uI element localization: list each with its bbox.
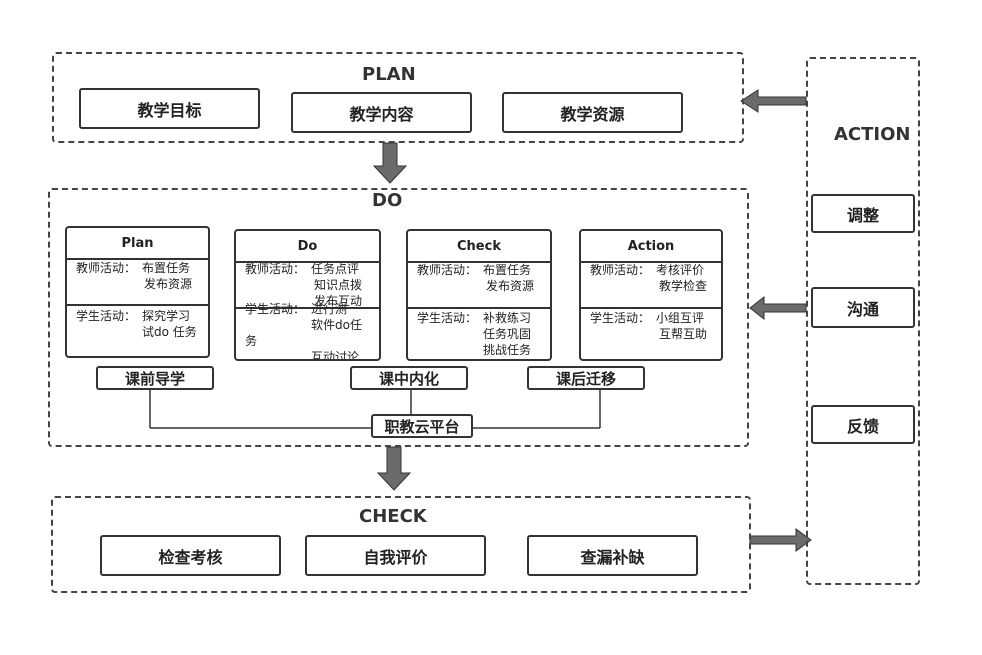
student-activity-label: 学生活动： <box>76 309 137 323</box>
do-section <box>48 188 749 447</box>
card-divider <box>581 307 721 309</box>
student-activity-label: 学生活动： <box>245 302 306 316</box>
plan-title: PLAN <box>362 64 416 85</box>
do-card-plan-teacher: 教师活动： 布置任务 发布资源 <box>67 260 208 304</box>
action-item-communicate: 沟通 <box>811 287 915 328</box>
stage-in-class: 课中内化 <box>350 366 468 390</box>
teacher-activity-line: 发布资源 <box>486 279 535 293</box>
stage-pre-class: 课前导学 <box>96 366 214 390</box>
card-divider <box>236 307 379 309</box>
student-activity-line: 小组互评 <box>656 311 705 325</box>
student-activity-line: 任务巩固 <box>483 327 532 341</box>
student-activity-label: 学生活动： <box>590 311 651 325</box>
do-card-check-title: Check <box>408 231 550 263</box>
teacher-activity-line: 考核评价 <box>656 263 705 277</box>
do-card-action-title: Action <box>581 231 721 263</box>
do-card-do-teacher: 教师活动： 任务点评 知识点拨 发布互动 <box>236 261 379 309</box>
teacher-activity-label: 教师活动： <box>245 262 306 276</box>
do-title: DO <box>372 190 403 211</box>
check-section <box>51 496 751 593</box>
plan-section <box>52 52 744 143</box>
student-activity-line: 软件do任 <box>311 318 362 332</box>
do-card-do: Do 教师活动： 任务点评 知识点拨 发布互动 学生活动： 进行测 软件do任 … <box>234 229 381 361</box>
do-card-action-student: 学生活动： 小组互评 互帮互助 <box>581 310 721 359</box>
plan-item-teaching-resources: 教学资源 <box>502 92 683 133</box>
do-card-do-title: Do <box>236 231 379 263</box>
do-card-check: Check 教师活动： 布置任务 发布资源 学生活动： 补救练习 任务巩固 挑战… <box>406 229 552 361</box>
teacher-activity-line: 知识点拨 <box>314 278 363 292</box>
student-activity-line: 互帮互助 <box>659 327 708 341</box>
do-card-plan-title: Plan <box>67 228 208 260</box>
card-divider <box>408 307 550 309</box>
student-activity-label: 学生活动： <box>417 311 478 325</box>
stage-post-class: 课后迁移 <box>527 366 645 390</box>
check-item-fill-gaps: 查漏补缺 <box>527 535 698 576</box>
teacher-activity-line: 布置任务 <box>483 263 532 277</box>
check-item-assessment: 检查考核 <box>100 535 281 576</box>
action-item-adjust: 调整 <box>811 194 915 233</box>
platform-label: 职教云平台 <box>371 414 473 438</box>
do-card-plan: Plan 教师活动： 布置任务 发布资源 学生活动： 探究学习 试do 任务 <box>65 226 210 358</box>
student-activity-line: 挑战任务 <box>483 343 532 357</box>
check-title: CHECK <box>359 506 427 527</box>
teacher-activity-line: 任务点评 <box>311 262 360 276</box>
do-card-check-student: 学生活动： 补救练习 任务巩固 挑战任务 <box>408 310 550 359</box>
plan-item-teaching-goal: 教学目标 <box>79 88 260 129</box>
platform-connectors <box>149 390 601 429</box>
arrow-plan-to-do <box>372 142 408 184</box>
check-item-self-evaluation: 自我评价 <box>305 535 486 576</box>
student-activity-line: 进行测 <box>311 302 348 316</box>
arrow-action-to-do <box>749 295 807 321</box>
student-activity-line: 互动讨论 <box>311 350 360 361</box>
do-card-action: Action 教师活动： 考核评价 教学检查 学生活动： 小组互评 互帮互助 <box>579 229 723 361</box>
do-card-do-student: 学生活动： 进行测 软件do任 务 互动讨论 <box>236 301 379 361</box>
action-item-feedback: 反馈 <box>811 405 915 444</box>
student-activity-line: 务 <box>245 334 258 348</box>
plan-item-teaching-content: 教学内容 <box>291 92 472 133</box>
arrow-action-to-plan <box>740 89 807 113</box>
action-section <box>806 57 920 585</box>
card-divider <box>67 304 208 306</box>
teacher-activity-line: 发布互动 <box>314 294 363 308</box>
action-title: ACTION <box>834 124 911 145</box>
teacher-activity-label: 教师活动： <box>76 261 137 275</box>
student-activity-line: 探究学习 <box>142 309 191 323</box>
student-activity-line: 补救练习 <box>483 311 532 325</box>
teacher-activity-line: 布置任务 <box>142 261 191 275</box>
do-card-check-teacher: 教师活动： 布置任务 发布资源 <box>408 262 550 306</box>
teacher-activity-line: 教学检查 <box>659 279 708 293</box>
do-card-action-teacher: 教师活动： 考核评价 教学检查 <box>581 262 721 306</box>
teacher-activity-label: 教师活动： <box>590 263 651 277</box>
student-activity-line: 试do 任务 <box>142 325 197 339</box>
arrow-check-to-action <box>749 528 812 552</box>
do-card-plan-student: 学生活动： 探究学习 试do 任务 <box>67 308 208 356</box>
teacher-activity-line: 发布资源 <box>144 277 193 291</box>
arrow-do-to-check <box>376 446 412 491</box>
teacher-activity-label: 教师活动： <box>417 263 478 277</box>
